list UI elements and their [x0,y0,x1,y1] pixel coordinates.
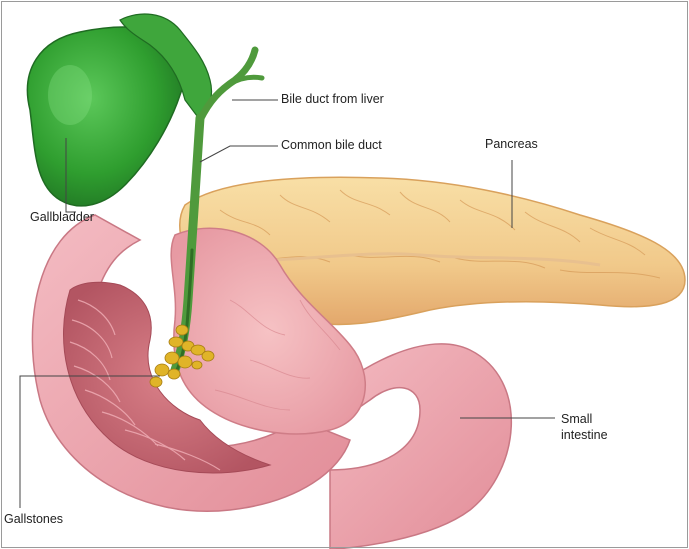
label-pancreas: Pancreas [485,137,538,152]
label-gallstones: Gallstones [4,512,63,527]
label-gallbladder: Gallbladder [30,210,94,225]
label-bile-duct-from-liver: Bile duct from liver [281,92,384,107]
gallbladder-highlight [48,65,92,125]
leader-common-bile-duct [200,146,278,162]
label-small-intestine-line1: Small [561,412,592,427]
label-small-intestine-line2: intestine [561,428,608,443]
label-common-bile-duct: Common bile duct [281,138,382,153]
